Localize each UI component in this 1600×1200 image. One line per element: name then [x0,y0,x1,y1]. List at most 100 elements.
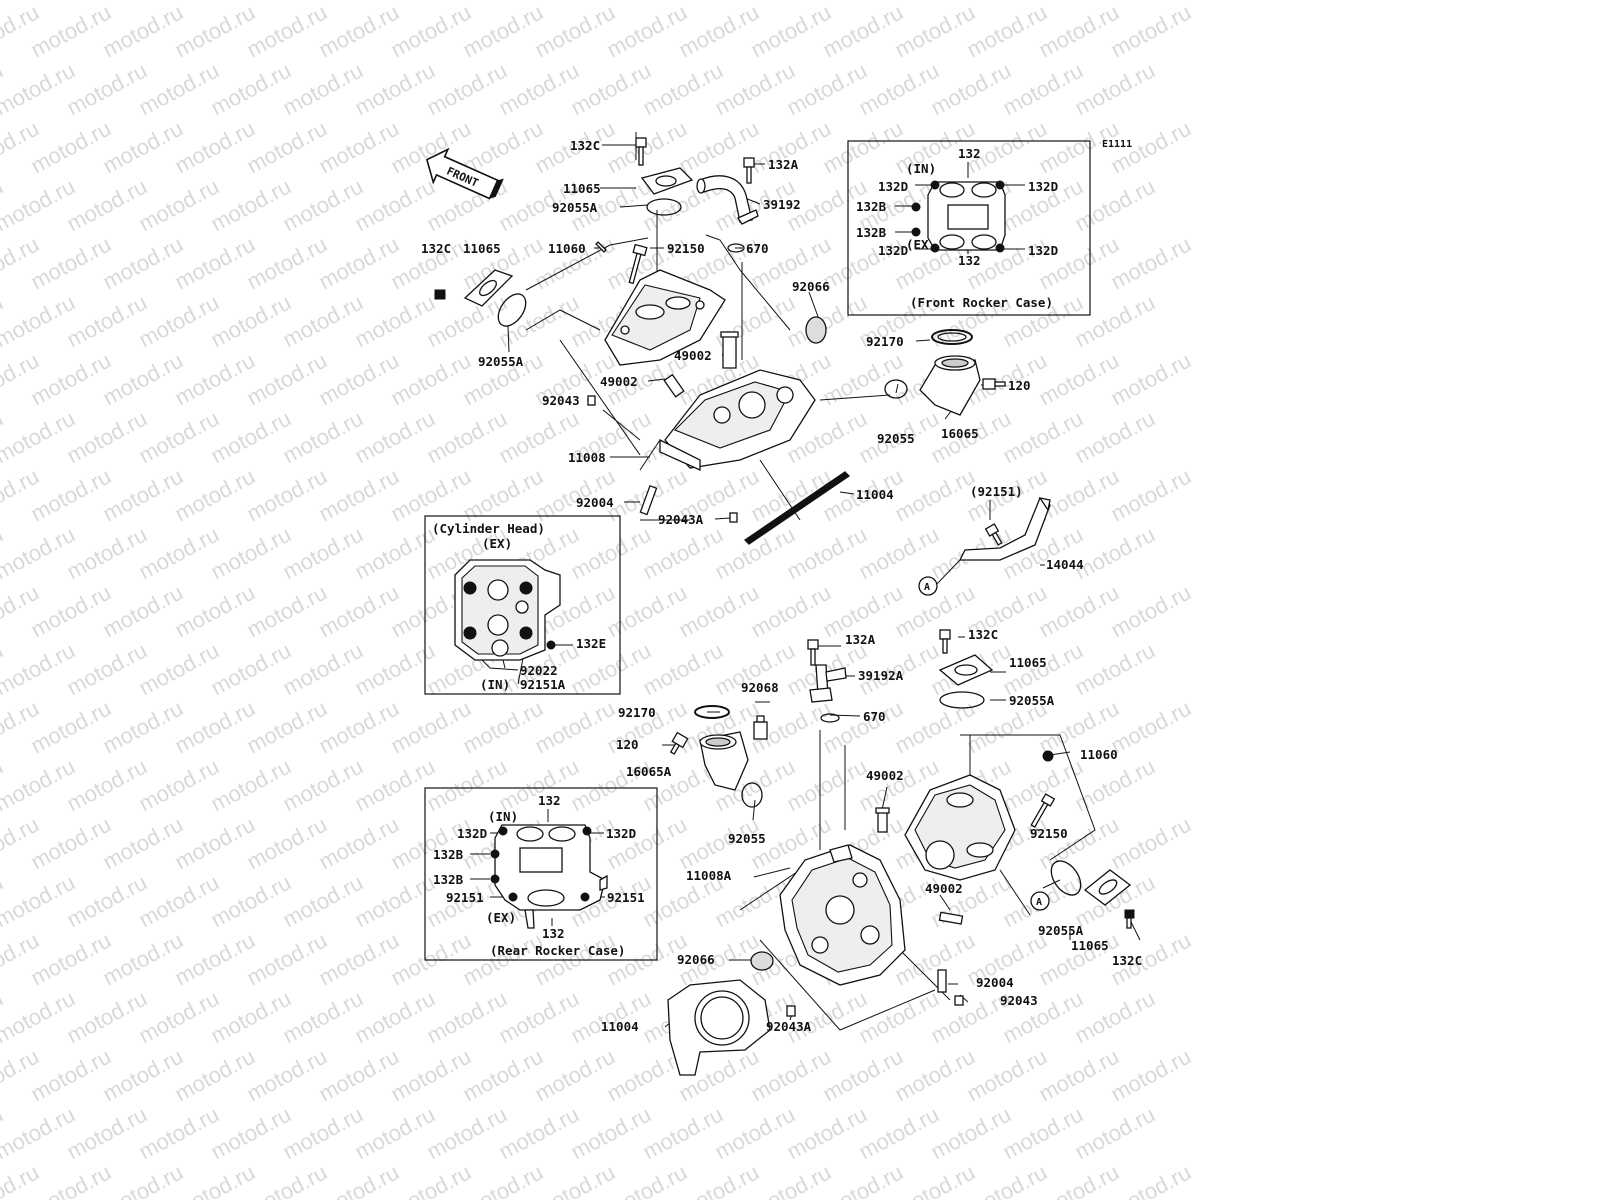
watermark-text: motod.ru [387,348,475,411]
watermark-text: motod.ru [315,348,403,411]
watermark-text: motod.ru [1071,290,1159,353]
front-cylinder-assembly: A [434,132,1051,596]
watermark-text: motod.ru [423,754,511,817]
watermark-text: motod.ru [1071,638,1159,701]
watermark-text: motod.ru [0,406,79,469]
watermark-text: motod.ru [279,754,367,817]
o-ring-92055-icon [884,379,908,399]
watermark-text: motod.ru [567,58,655,121]
watermark-text: motod.ru [63,638,151,701]
watermark-text: motod.ru [927,1102,1015,1165]
label-11060-2: 11060 [1080,747,1118,762]
watermark-text: motod.ru [927,58,1015,121]
rear-inset-d-r: 132D [606,826,636,841]
inset-rear-rocker-case: 132 (IN) 132D 132D 132B 132B 92151 92151… [424,787,658,961]
watermark-text: motod.ru [27,696,115,759]
bolt-92150-icon [628,243,648,285]
clamp-92170-icon [931,329,973,345]
plug-49002-lower-b-icon [938,911,964,925]
watermark-layer: motod.rumotod.rumotod.rumotod.rumotod.ru… [0,0,1195,1200]
watermark-text: motod.ru [495,0,583,4]
watermark-text: motod.ru [279,406,367,469]
watermark-text: motod.ru [27,812,115,875]
watermark-text: motod.ru [1035,348,1123,411]
watermark-text: motod.ru [711,1102,799,1165]
watermark-text: motod.ru [567,754,655,817]
watermark-text: motod.ru [423,1102,511,1165]
bracket-14044-icon [958,496,1051,561]
watermark-text: motod.ru [171,348,259,411]
rear-inset-d-l: 132D [457,826,487,841]
watermark-text: motod.ru [135,0,223,4]
watermark-text: motod.ru [747,0,835,62]
watermark-text: motod.ru [99,464,187,527]
watermark-text: motod.ru [315,696,403,759]
watermark-text: motod.ru [783,986,871,1049]
clamp-92170-lower-icon [694,705,730,719]
watermark-text: motod.ru [639,58,727,121]
watermark-text: motod.ru [315,464,403,527]
bolt-132c-icon [635,137,647,166]
watermark-text: motod.ru [243,696,331,759]
bolt-132c-lower-icon [939,629,951,654]
watermark-text: motod.ru [531,1044,619,1107]
label-92043a-2: 92043A [766,1019,812,1034]
watermark-text: motod.ru [135,406,223,469]
watermark-text: motod.ru [0,58,79,121]
label-11065-4: 11065 [1071,938,1109,953]
watermark-text: motod.ru [711,522,799,585]
watermark-text: motod.ru [99,928,187,991]
watermark-text: motod.ru [351,986,439,1049]
watermark-text: motod.ru [459,928,547,991]
watermark-text: motod.ru [459,0,547,62]
label-92055a-3: 92055A [1009,693,1055,708]
watermark-text: motod.ru [351,290,439,353]
watermark-text: motod.ru [1071,174,1159,237]
callout-a-upper [918,576,938,596]
watermark-text: motod.ru [783,290,871,353]
watermark-text: motod.ru [27,232,115,295]
label-11065-1: 11065 [563,181,601,196]
callout-a-lower [1030,891,1050,911]
ring-92066-icon [805,316,827,344]
watermark-text: motod.ru [1035,232,1123,295]
watermark-text: motod.ru [783,754,871,817]
stud-92004-lower-icon [937,969,947,993]
watermark-text: motod.ru [279,522,367,585]
watermark-text: motod.ru [0,0,79,4]
watermark-text: motod.ru [207,754,295,817]
watermark-text: motod.ru [1107,812,1195,875]
watermark-text: motod.ru [1107,696,1195,759]
watermark-text: motod.ru [423,406,511,469]
watermark-text: motod.ru [855,1102,943,1165]
watermark-text: motod.ru [351,1102,439,1165]
front-inset-caption: (Front Rocker Case) [910,295,1053,310]
label-49002-1: 49002 [674,348,712,363]
head-inset-part-icon [454,559,561,661]
label-11004-1: 11004 [856,487,894,502]
watermark-text: motod.ru [207,1102,295,1165]
pipe-39192a-icon [809,664,847,703]
rear-cylinder-assembly: A [662,629,1141,1076]
plug-49002-b-icon [663,373,685,398]
front-inset-b2: 132B [856,225,887,240]
watermark-text: motod.ru [819,116,907,179]
watermark-text: motod.ru [243,348,331,411]
gasket-92055a-left-icon [497,293,527,327]
watermark-text: motod.ru [783,0,871,4]
bolt-92150-lower-icon [1030,793,1056,828]
front-inset-in: (IN) [906,161,936,176]
watermark-text: motod.ru [423,0,511,4]
label-11065-3: 11065 [1009,655,1047,670]
watermark-text: motod.ru [351,406,439,469]
watermark-text: motod.ru [63,522,151,585]
front-inset-top: 132 [958,146,981,161]
watermark-text: motod.ru [243,464,331,527]
label-132a-2: 132A [845,632,876,647]
head-inset-p2: 92151A [520,677,566,692]
inset-cylinder-head: (Cylinder Head) (EX) 132E 92022 92151A (… [424,515,621,695]
watermark-text: motod.ru [27,1044,115,1107]
watermark-text: motod.ru [783,522,871,585]
watermark-text: motod.ru [27,928,115,991]
dowel-92043-lower-icon [954,995,964,1006]
